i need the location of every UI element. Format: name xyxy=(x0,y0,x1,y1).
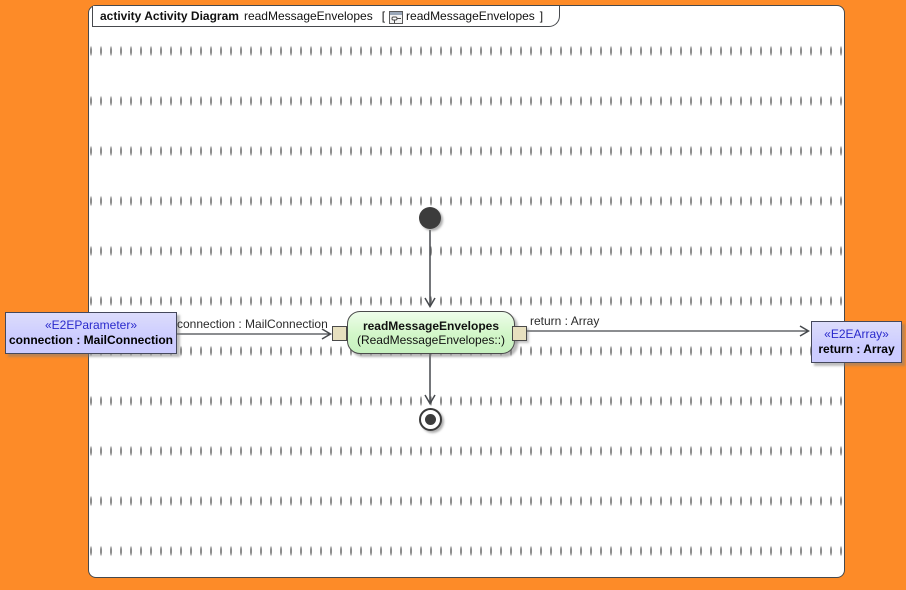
parameter-node-connection[interactable]: «E2EParameter» connection : MailConnecti… xyxy=(5,312,177,354)
output-pin[interactable] xyxy=(512,326,527,341)
parameter-name: connection : MailConnection xyxy=(9,333,173,347)
parameter-stereotype: «E2EParameter» xyxy=(44,318,138,332)
frame-open-bracket: [ xyxy=(381,9,386,23)
diagram-frame-header[interactable]: activity Activity Diagram readMessageEnv… xyxy=(92,6,561,27)
parameter-stereotype: «E2EArray» xyxy=(824,327,889,341)
action-behavior: (ReadMessageEnvelopes::) xyxy=(356,332,506,347)
frame-close-bracket: ] xyxy=(539,9,544,23)
frame-diagram-name: readMessageEnvelopes xyxy=(243,9,373,23)
input-pin[interactable] xyxy=(332,326,347,341)
edge-label-output[interactable]: return : Array xyxy=(530,314,600,328)
activity-diagram-icon xyxy=(389,10,404,24)
frame-keyword: activity Activity Diagram xyxy=(100,9,239,23)
activity-final-node[interactable] xyxy=(419,408,442,431)
action-name: readMessageEnvelopes xyxy=(362,318,500,333)
frame-context-name: readMessageEnvelopes xyxy=(406,9,535,23)
parameter-node-return[interactable]: «E2EArray» return : Array xyxy=(811,321,902,363)
edge-label-input[interactable]: connection : MailConnection xyxy=(177,317,328,331)
parameter-name: return : Array xyxy=(818,342,895,356)
initial-node[interactable] xyxy=(419,207,441,229)
diagram-canvas[interactable] xyxy=(88,5,845,578)
activity-final-inner-dot xyxy=(425,414,436,425)
action-node-readmessageenvelopes[interactable]: readMessageEnvelopes (ReadMessageEnvelop… xyxy=(347,311,515,354)
